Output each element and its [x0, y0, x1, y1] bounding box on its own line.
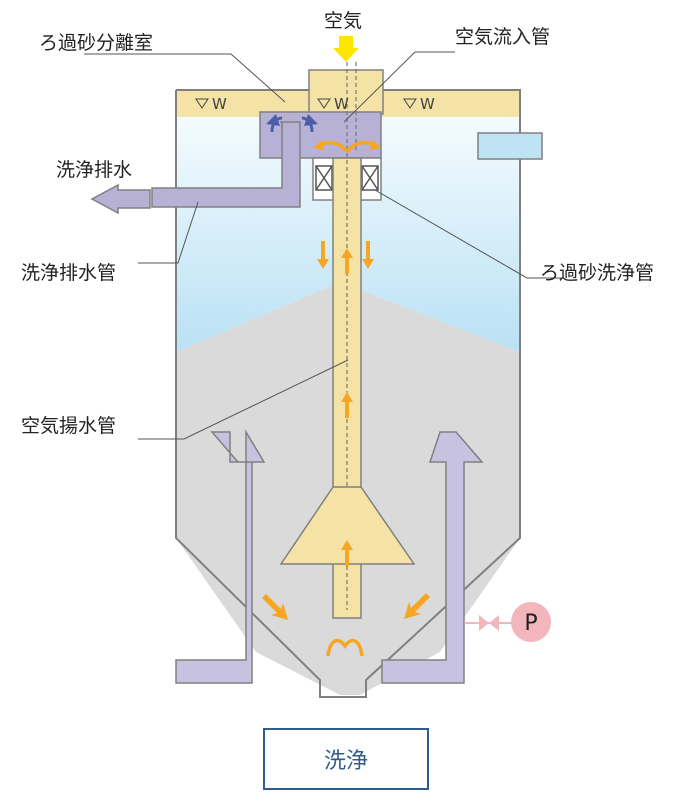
wash-drain-pipe [151, 121, 301, 208]
label-wash-drain: 洗浄排水 [56, 159, 132, 181]
air-inlet-funnel [308, 69, 384, 115]
water-level-label: W [334, 95, 349, 113]
overflow-trough [477, 132, 543, 160]
label-airlift-pipe: 空気揚水管 [21, 415, 116, 437]
suction-arrows [326, 638, 364, 657]
water-level-label: W [212, 95, 227, 113]
flow-arrows [262, 36, 430, 657]
down-arrow [362, 241, 374, 269]
wash-drain-arrow [90, 183, 151, 215]
water-level-markers: W W W [195, 95, 435, 113]
leader-lines [84, 51, 562, 440]
label-sand-wash-pipe: ろ過砂洗浄管 [540, 262, 654, 284]
external-wash-pipes [175, 429, 484, 684]
inflow-arrow [404, 593, 430, 619]
left-wash-pipe [175, 429, 266, 684]
wash-pipe-x-marks [315, 165, 379, 191]
pump-icon [511, 602, 551, 642]
tank-wall [175, 89, 521, 698]
pump-assembly: P [464, 602, 551, 642]
down-arrow [317, 241, 329, 269]
label-wash-drain-pipe: 洗浄排水管 [21, 262, 116, 284]
label-separation-chamber: ろ過砂分離室 [39, 32, 153, 54]
right-wash-pipe [381, 431, 484, 684]
inflow-arrow [262, 594, 288, 620]
up-arrow [341, 392, 353, 418]
mode-label-box: 洗浄 [263, 728, 429, 790]
label-air-inlet-pipe: 空気流入管 [455, 26, 550, 48]
deflector-cone [279, 486, 416, 565]
air-input-arrow [333, 36, 359, 62]
up-arrow [341, 540, 353, 566]
mode-label: 洗浄 [323, 749, 368, 774]
pump-label: P [524, 611, 537, 636]
label-air: 空気 [324, 10, 362, 32]
water-level-label: W [420, 95, 435, 113]
separation-chamber-assembly [90, 62, 416, 619]
up-arrow [341, 248, 353, 274]
